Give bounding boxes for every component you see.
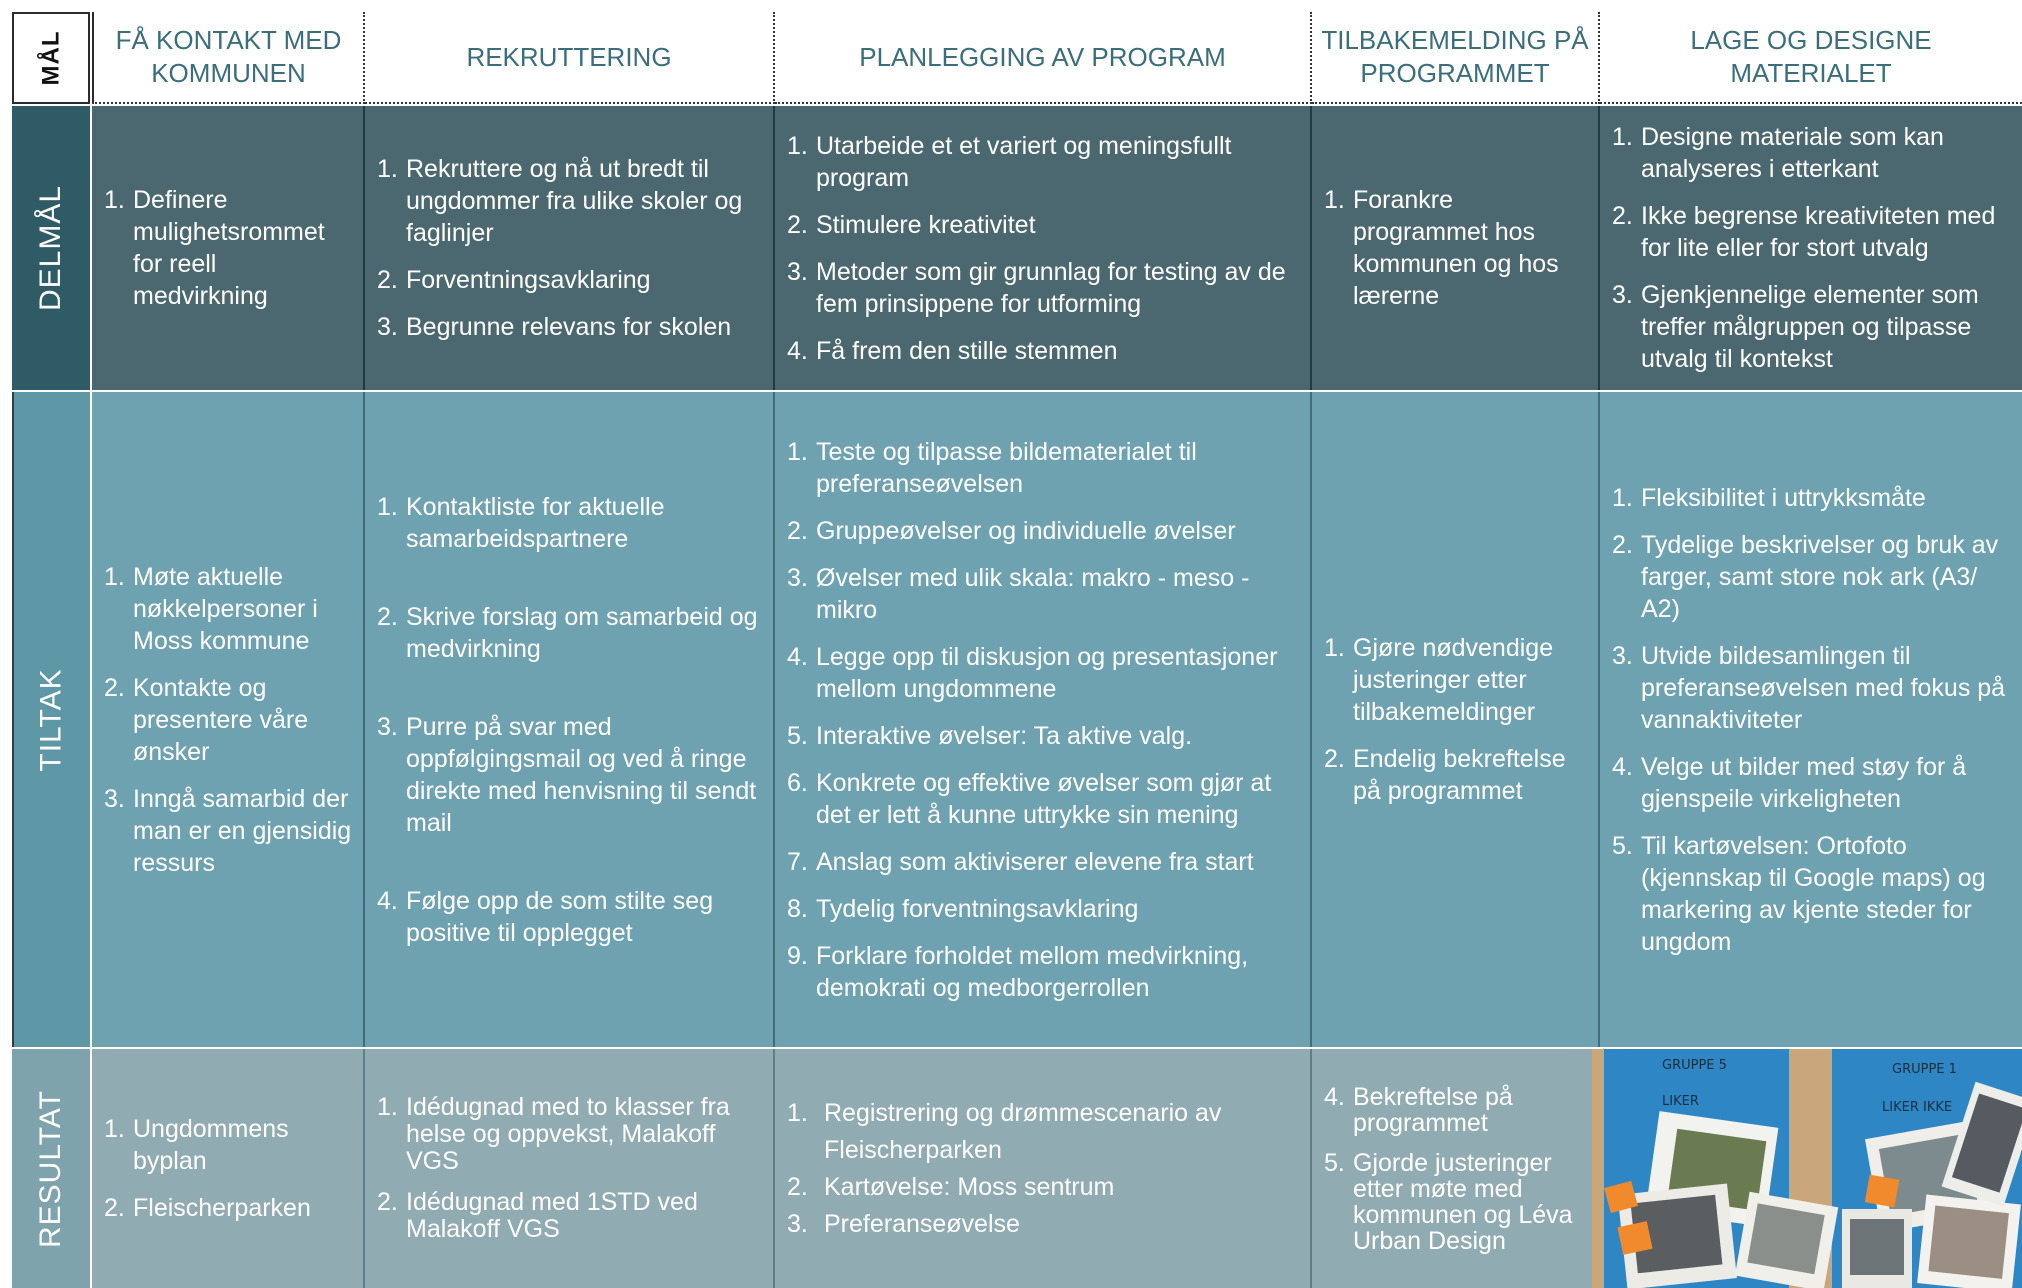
list-item: 5.Gjorde justeringer etter møte med komm… <box>1324 1148 1573 1255</box>
list-item: 2.Ikke begrense kreativiteten med for li… <box>1612 202 1996 262</box>
list-item: 1.Forankre programmet hos kommunen og ho… <box>1324 186 1559 310</box>
delmal-cell-rekruttering: 1.Rekruttere og nå ut bredt til ungdomme… <box>365 106 775 390</box>
list-item: 2.Idédugnad med 1STD ved Malakoff VGS <box>377 1188 698 1243</box>
list-item: 2.Kartøvelse: Moss sentrum <box>787 1172 1115 1201</box>
photo-prints-left <box>1617 1111 1839 1288</box>
delmal-cell-materialet: 1.Designe materiale som kan analyseres i… <box>1600 106 2022 390</box>
list-item: 3. Purre på svar med oppfølgingsmail og … <box>377 712 757 837</box>
list-item: 7.Anslag som aktiviserer elevene fra sta… <box>787 847 1254 876</box>
list-item: 3.Preferanseøvelse <box>787 1209 1020 1238</box>
photo-bag-label-right: GRUPPE 1 <box>1892 1062 1957 1077</box>
header-materialet: LAGE OG DESIGNE MATERIALET <box>1600 12 2022 104</box>
list-item: 1.Rekruttere og nå ut bredt til ungdomme… <box>377 155 743 247</box>
row-label-mal-text: MÅL <box>36 30 64 86</box>
header-tilbakemelding: TILBAKEMELDING PÅ PROGRAMMET <box>1312 12 1600 104</box>
header-kontakt-kommunen: FÅ KONTAKT MED KOMMUNEN <box>92 12 365 104</box>
photo-sticky-notes <box>1604 1174 1900 1255</box>
list-item: 2.Tydelige beskrivelser og bruk av farge… <box>1612 530 1999 623</box>
row-label-delmal: DELMÅL <box>12 106 90 390</box>
row-label-resultat-text: RESULTAT <box>34 1089 68 1248</box>
tiltak-list: 1.Gjøre nødvendige justeringer etter til… <box>1324 632 1588 807</box>
list-item: 3.Inngå samarbid der man er en gjensidig… <box>104 784 352 877</box>
list-item: 9.Forklare forholdet mellom medvirkning,… <box>787 941 1249 1002</box>
list-item: 1.Registrering og drømmescenario av Flei… <box>787 1098 1222 1164</box>
row-label-resultat: RESULTAT <box>12 1049 90 1288</box>
photo-bag-sublabel-left: LIKER <box>1662 1094 1699 1109</box>
list-item: 4.Legge opp til diskusjon og presentasjo… <box>787 642 1278 703</box>
list-item: 1.Designe materiale som kan analyseres i… <box>1612 123 1944 183</box>
list-item: 1.Møte aktuelle nøkkelpersoner i Moss ko… <box>104 562 318 655</box>
delmal-list: 1.Forankre programmet hos kommunen og ho… <box>1324 184 1588 312</box>
row-label-tiltak-text: TILTAK <box>35 667 68 772</box>
resultat-cell-kontakt: 1.Ungdommens byplan 2.Fleischerparken <box>92 1049 365 1288</box>
list-item: 1.Ungdommens byplan <box>104 1115 289 1175</box>
resultat-list: 4.Bekreftelse på programmet 5.Gjorde jus… <box>1324 1084 1588 1254</box>
resultat-cell-planlegging: 1.Registrering og drømmescenario av Flei… <box>775 1049 1312 1288</box>
delmal-cell-planlegging: 1.Utarbeide et et variert og meningsfull… <box>775 106 1312 390</box>
row-label-delmal-text: DELMÅL <box>34 184 68 312</box>
list-item: 2.Forventningsavklaring <box>377 266 651 294</box>
resultat-cell-rekruttering: 1.Idédugnad med to klasser fra helse og … <box>365 1049 775 1288</box>
list-item: 3.Gjenkjennelige elementer som treffer m… <box>1612 281 1979 373</box>
tiltak-list: 1.Møte aktuelle nøkkelpersoner i Moss ko… <box>104 561 353 879</box>
tiltak-list: 1.Kontaktliste for aktuelle samarbeidspa… <box>377 491 763 949</box>
tiltak-list: 1.Fleksibilitet i uttrykksmåte 2.Tydelig… <box>1612 482 2012 958</box>
list-item: 4.Bekreftelse på programmet <box>1324 1082 1513 1137</box>
photo-prints-right <box>1842 1081 2022 1288</box>
resultat-list: 1.Idédugnad med to klasser fra helse og … <box>377 1094 763 1243</box>
list-item: 2.Gruppeøvelser og individuelle øvelser <box>787 516 1236 545</box>
list-item: 5.Interaktive øvelser: Ta aktive valg. <box>787 721 1193 750</box>
list-item: 1.Utarbeide et et variert og meningsfull… <box>787 131 1232 192</box>
list-item: 6.Konkrete og effektive øvelser som gjør… <box>787 768 1272 829</box>
list-item: 2.Fleischerparken <box>104 1194 311 1222</box>
photo-bag-sublabel-right: LIKER IKKE <box>1882 1100 1952 1115</box>
delmal-list: 1.Definere mulighetsrommet for reell med… <box>104 184 353 312</box>
list-item: 8.Tydelig forventningsavklaring <box>787 894 1139 923</box>
list-item: 2.Stimulere kreativitet <box>787 210 1036 239</box>
list-item: 1.Teste og tilpasse bildematerialet til … <box>787 437 1197 498</box>
delmal-list: 1.Rekruttere og nå ut bredt til ungdomme… <box>377 153 763 343</box>
header-planlegging: PLANLEGGING AV PROGRAM <box>775 12 1312 104</box>
list-item: 3.Øvelser med ulik skala: makro - meso -… <box>787 563 1250 624</box>
list-item: 1.Gjøre nødvendige justeringer etter til… <box>1324 634 1554 726</box>
list-item: 3.Begrunne relevans for skolen <box>377 313 732 341</box>
tiltak-cell-kontakt: 1.Møte aktuelle nøkkelpersoner i Moss ko… <box>92 392 365 1047</box>
resultat-photo: GRUPPE 5 GRUPPE 1 LIKER LIKER IKKE <box>1592 1049 2022 1288</box>
row-label-mal: MÅL <box>12 12 90 104</box>
list-item: 4.Velge ut bilder med støy for å gjenspe… <box>1612 752 1967 813</box>
tiltak-cell-planlegging: 1.Teste og tilpasse bildematerialet til … <box>775 392 1312 1047</box>
list-item: 1.Idédugnad med to klasser fra helse og … <box>377 1093 730 1175</box>
resultat-cell-tilbakemelding: 4.Bekreftelse på programmet 5.Gjorde jus… <box>1312 1049 1600 1288</box>
list-item: 4.Følge opp de som stilte seg positive t… <box>377 886 714 947</box>
resultat-list: 1.Registrering og drømmescenario av Flei… <box>787 1095 1300 1243</box>
list-item: 5.Til kartøvelsen: Ortofoto (kjennskap t… <box>1612 831 1986 956</box>
tiltak-cell-rekruttering: 1.Kontaktliste for aktuelle samarbeidspa… <box>365 392 775 1047</box>
list-item: 4.Få frem den stille stemmen <box>787 336 1118 365</box>
list-item: 1.Kontaktliste for aktuelle samarbeidspa… <box>377 492 665 553</box>
resultat-list: 1.Ungdommens byplan 2.Fleischerparken <box>104 1113 353 1224</box>
delmal-cell-tilbakemelding: 1.Forankre programmet hos kommunen og ho… <box>1312 106 1600 390</box>
list-item: 1.Fleksibilitet i uttrykksmåte <box>1612 483 1926 512</box>
list-item: 1.Definere mulighetsrommet for reell med… <box>104 186 325 310</box>
workshop-photo: GRUPPE 5 GRUPPE 1 LIKER LIKER IKKE <box>1592 1049 2022 1288</box>
tiltak-cell-tilbakemelding: 1.Gjøre nødvendige justeringer etter til… <box>1312 392 1600 1047</box>
list-item: 2.Skrive forslag om samarbeid og medvirk… <box>377 602 758 663</box>
header-rekruttering: REKRUTTERING <box>365 12 775 104</box>
row-label-tiltak: TILTAK <box>12 392 90 1047</box>
delmal-cell-kontakt: 1.Definere mulighetsrommet for reell med… <box>92 106 365 390</box>
tiltak-cell-materialet: 1.Fleksibilitet i uttrykksmåte 2.Tydelig… <box>1600 392 2022 1047</box>
delmal-list: 1.Utarbeide et et variert og meningsfull… <box>787 130 1300 367</box>
photo-bag-label-left: GRUPPE 5 <box>1662 1058 1727 1073</box>
list-item: 2.Endelig bekreftelse på programmet <box>1324 745 1566 805</box>
list-item: 2.Kontakte og presentere våre ønsker <box>104 673 309 766</box>
list-item: 3.Metoder som gir grunnlag for testing a… <box>787 257 1286 318</box>
tiltak-list: 1.Teste og tilpasse bildematerialet til … <box>787 436 1300 1004</box>
delmal-list: 1.Designe materiale som kan analyseres i… <box>1612 121 2012 375</box>
list-item: 3.Utvide bildesamlingen til preferanseøv… <box>1612 641 2006 734</box>
